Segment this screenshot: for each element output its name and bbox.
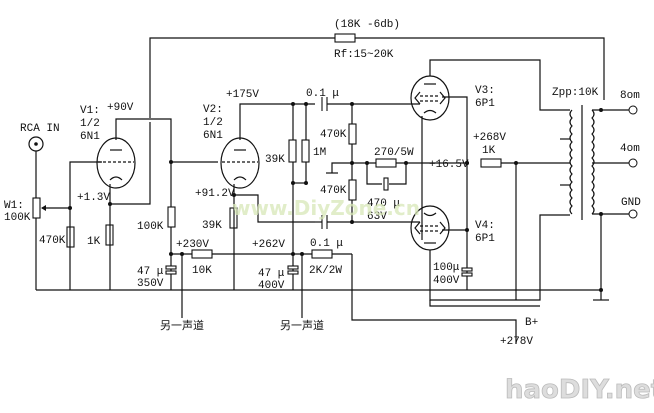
node1-voltage: +230V	[176, 239, 209, 251]
feedback-resistor-label: Rf:15~20K	[334, 49, 394, 61]
output-8ohm-terminal	[628, 105, 638, 115]
bias-cap	[383, 177, 389, 191]
transformer-label: Zpp:10K	[552, 87, 599, 99]
node2-cap-voltage: 400V	[258, 280, 285, 292]
bias-cap-label: 470 μ	[367, 198, 400, 210]
feedback-note: (18K -6db)	[334, 19, 400, 31]
v2-plate-voltage: +175V	[226, 89, 259, 101]
tube-v4: V4: 6P1	[410, 205, 570, 301]
bias-cap-voltage: 63V	[367, 211, 387, 223]
node1-cap-voltage: 350V	[137, 278, 164, 290]
node1-cap-label: 47 μ	[137, 266, 164, 278]
node1-resistor-label: 10K	[192, 265, 212, 277]
bplus-voltage: +278V	[500, 336, 533, 348]
node3-cap-label: 100μ	[433, 262, 460, 274]
tube-v2: V2: 1/2 6N1 +175V 39K 1M +91.2V 39K	[195, 89, 326, 290]
feedback-network: (18K -6db) Rf:15~20K	[149, 19, 605, 118]
v3-name: V3:	[475, 85, 495, 97]
node2-voltage: +262V	[252, 239, 285, 251]
v1-plate-resistor-label: 100K	[137, 221, 164, 233]
v4-type: 6P1	[475, 233, 495, 245]
filter-cap-2	[287, 265, 299, 270]
pot-value: 100K	[4, 212, 31, 224]
tube-v3: V3: 6P1	[410, 59, 570, 290]
tap-4-label: 4om	[620, 143, 640, 155]
v1-cathode-voltage: +1.3V	[77, 192, 110, 204]
node2-cap-label: 47 μ	[258, 268, 285, 280]
volume-pot	[32, 197, 41, 219]
watermark-corner: haoDIY.net	[505, 375, 654, 405]
decoupling-resistor-2	[311, 249, 333, 259]
v2-plate-resistor	[288, 139, 297, 163]
input-stage: RCA IN W1: 100K 470K	[4, 123, 102, 290]
pot-name: W1:	[4, 200, 24, 212]
node3-cap-voltage: 400V	[433, 275, 460, 287]
v1-section: 1/2	[80, 118, 100, 130]
rca-label: RCA IN	[20, 123, 60, 135]
v2-cathode-resistor-label: 39K	[202, 220, 222, 232]
node2-cap-top-label: 0.1 μ	[310, 238, 343, 250]
output-gnd-terminal	[628, 209, 638, 219]
grid-resistor-label: 470K	[39, 235, 66, 247]
tap-gnd-label: GND	[621, 197, 641, 209]
tap-8-label: 8om	[620, 90, 640, 102]
v2-section: 1/2	[203, 117, 223, 129]
filter-cap-3	[461, 267, 473, 272]
grid-resistor-top	[348, 123, 357, 145]
v1-type: 6N1	[80, 131, 100, 143]
bias-voltage: +16.5V	[429, 159, 469, 171]
v2-shunt-resistor-label: 1M	[313, 147, 326, 159]
v1-plate-resistor	[167, 206, 176, 228]
v3-type: 6P1	[475, 98, 495, 110]
other-channel-label-1: 另一声道	[160, 318, 204, 332]
screen-resistor-label: 1K	[482, 145, 496, 157]
coupling-cap-top-label: 0.1 μ	[306, 88, 339, 100]
v1-plate-voltage: +90V	[107, 102, 134, 114]
power-supply: +230V 10K 47 μ 350V +262V 0.1 μ 2K/2W 47…	[36, 238, 601, 348]
feedback-resistor	[334, 33, 356, 43]
watermark-center: www.DiyZone.cn	[232, 196, 420, 220]
tube-v1: V1: 1/2 6N1 +90V +1.3V 1K 100K	[77, 102, 218, 290]
v2-name: V2:	[203, 104, 223, 116]
bias-resistor-label: 270/5W	[374, 147, 414, 159]
decoupling-resistor-1	[191, 249, 213, 259]
other-channel-label-2: 另一声道	[280, 318, 324, 332]
node2-resistor-label: 2K/2W	[309, 265, 342, 277]
output-transformer: +268V 1K Zpp:10K 8om 4om GND	[465, 87, 641, 301]
bplus-label: B+	[525, 317, 538, 329]
bias-resistor	[375, 158, 397, 168]
v1-name: V1:	[80, 105, 100, 117]
v1-cathode-resistor-label: 1K	[87, 236, 101, 248]
feedback-wire	[149, 37, 605, 118]
v2-cathode-voltage: +91.2V	[195, 188, 235, 200]
screen-resistor	[480, 158, 502, 168]
v2-type: 6N1	[203, 130, 223, 142]
grid-resistor-top-label: 470K	[320, 129, 347, 141]
filter-cap-1	[165, 265, 177, 270]
grid-resistor-bottom	[348, 179, 357, 201]
output-4ohm-terminal	[628, 158, 638, 168]
v2-plate-resistor-label: 39K	[265, 154, 285, 166]
screen-voltage: +268V	[473, 132, 506, 144]
grid-resistor-bottom-label: 470K	[320, 185, 347, 197]
v2-shunt-resistor	[301, 139, 310, 163]
v4-name: V4:	[475, 220, 495, 232]
